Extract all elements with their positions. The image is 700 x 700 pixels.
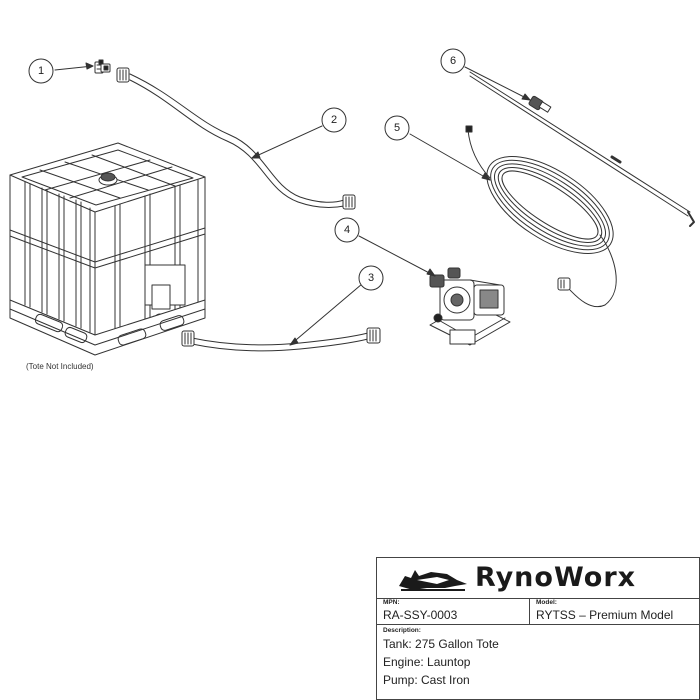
brand-name: RynoWorx [475, 562, 637, 593]
model-cell: Model: RYTSS – Premium Model [530, 598, 699, 624]
rhino-icon [399, 570, 467, 591]
callout-number-5: 5 [394, 122, 400, 134]
model-label: Model: [536, 599, 557, 606]
callout-1 [28, 58, 54, 84]
callout-circles [28, 48, 466, 291]
callout-number-3: 3 [368, 272, 374, 284]
description-line-pump: Pump: Cast Iron [383, 673, 470, 687]
description-line-engine: Engine: Launtop [383, 655, 471, 669]
mpn-value: RA-SSY-0003 [383, 608, 458, 622]
callout-5 [384, 115, 410, 141]
description-cell: Description: Tank: 275 Gallon Tote Engin… [377, 625, 699, 699]
hose-part-3 [181, 327, 381, 352]
coiled-hose-part-5 [465, 125, 617, 308]
spray-wand-part-6 [469, 71, 695, 227]
description-line-tank: Tank: 275 Gallon Tote [383, 637, 499, 651]
callout-number-6: 6 [450, 55, 456, 67]
brand-logo: RynoWorx [377, 558, 699, 599]
elbow-fitting-part-1 [94, 59, 111, 74]
mpn-label: MPN: [383, 599, 400, 606]
pump-engine-part-4 [429, 267, 511, 346]
callout-4 [334, 217, 360, 243]
tote-tank-drawing [9, 142, 206, 356]
tote-not-included-note: (Tote Not Included) [26, 362, 94, 371]
callout-number-2: 2 [331, 114, 337, 126]
callout-2 [321, 107, 347, 133]
model-value: RYTSS – Premium Model [536, 608, 674, 622]
mpn-model-row: MPN: RA-SSY-0003 Model: RYTSS – Premium … [377, 598, 699, 625]
leader-lines [54, 62, 531, 346]
title-block: RynoWorx MPN: RA-SSY-0003 Model: RYTSS –… [376, 557, 700, 700]
callout-number-4: 4 [344, 224, 350, 236]
callout-6 [440, 48, 466, 74]
callout-number-1: 1 [38, 65, 44, 77]
callout-3 [358, 265, 384, 291]
mpn-cell: MPN: RA-SSY-0003 [377, 598, 530, 624]
description-label: Description: [383, 627, 421, 634]
